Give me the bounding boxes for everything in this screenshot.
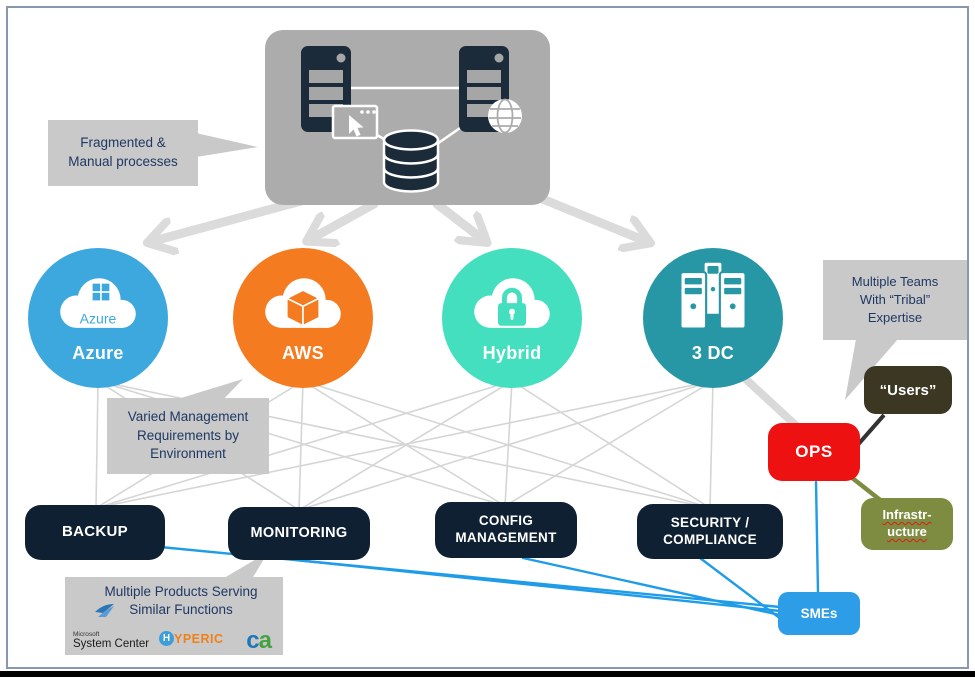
hyperic-label: YPERIC <box>174 631 224 646</box>
ca-letter-a: a <box>258 627 272 654</box>
infrastructure-box: Infrastr- ucture <box>861 498 953 550</box>
bottom-divider <box>0 671 975 677</box>
environment-label-aws: AWS <box>282 343 324 363</box>
windows-logo-icon <box>92 283 110 301</box>
secure-lock-cloud-icon <box>474 278 550 328</box>
cube-icon <box>285 289 321 327</box>
callout-multiple-products: Multiple Products Serving Similar Functi… <box>65 577 283 655</box>
products-title-line2: Similar Functions <box>129 602 233 618</box>
products-callout-title: Multiple Products Serving Similar Functi… <box>79 583 283 619</box>
environment-3dc: 3 DC <box>643 248 783 388</box>
ca-letter-c: c <box>246 627 259 654</box>
microsoft-brand: Microsoft <box>73 631 100 638</box>
callout-multiple-teams: Multiple Teams With “Tribal” Expertise <box>823 260 967 340</box>
environment-hybrid: Hybrid <box>442 248 582 388</box>
ops-box: OPS <box>768 423 860 481</box>
globe-icon <box>488 98 522 134</box>
system-center-swoosh-icon <box>95 604 114 617</box>
system-center-label: System Center <box>73 637 150 650</box>
callout-fragmented-manual: Fragmented & Manual processes <box>48 120 198 186</box>
browser-cursor-icon <box>331 104 379 140</box>
microsoft-system-center-logo: Microsoft System Center <box>73 631 150 650</box>
users-box: “Users” <box>864 366 952 414</box>
environment-aws: AWS <box>233 248 373 388</box>
database-icon <box>382 129 440 193</box>
process-arrows <box>150 193 648 242</box>
azure-cloud-text: Azure <box>80 311 117 327</box>
fragmented-processes-illustration <box>265 30 550 205</box>
callout-varied-management: Varied Management Requirements by Enviro… <box>107 398 269 474</box>
environment-azure: Azure Azure <box>28 248 168 388</box>
smes-box: SMEs <box>778 592 860 635</box>
environment-label-hybrid: Hybrid <box>482 343 542 363</box>
hyperic-h-icon: H <box>159 631 174 646</box>
infrastructure-label: Infrastr- ucture <box>882 507 932 539</box>
azure-windows-cloud-icon: Azure <box>60 278 136 328</box>
ca-technologies-logo: ca <box>246 627 272 654</box>
products-title-line1: Multiple Products Serving <box>104 584 258 599</box>
lock-icon <box>497 287 527 326</box>
datacenter-servers-icon <box>679 260 747 330</box>
dc-to-ops-connector <box>734 368 806 435</box>
function-box-config-management: CONFIG MANAGEMENT <box>435 502 577 558</box>
environment-label-azure: Azure <box>72 343 124 363</box>
servers-database-illustration <box>301 46 522 193</box>
environment-label-3dc: 3 DC <box>691 343 735 363</box>
function-box-backup: BACKUP <box>25 505 165 560</box>
aws-cube-cloud-icon <box>265 278 341 328</box>
function-box-monitoring: MONITORING <box>228 507 370 560</box>
function-box-security-compliance: SECURITY / COMPLIANCE <box>637 504 783 559</box>
